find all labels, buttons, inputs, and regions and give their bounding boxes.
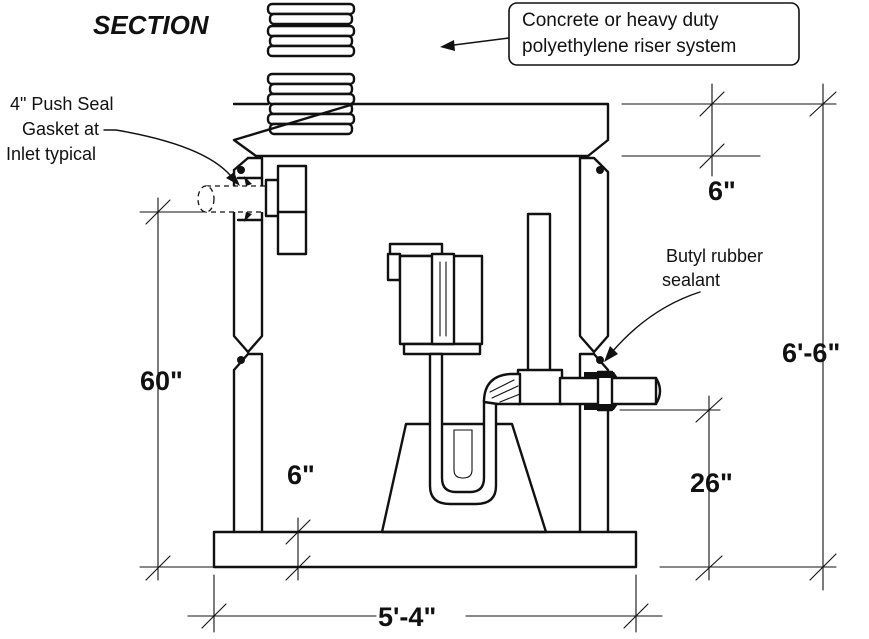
left-wall-upper-outer (232, 156, 250, 354)
gasket-leader-arrow (226, 172, 240, 186)
outlet-seal-fill (584, 372, 618, 410)
dim-floor-ticks (285, 519, 311, 581)
dim-total-ticks (809, 91, 837, 581)
section-title: SECTION (93, 10, 210, 40)
pump-base-pedestal (380, 422, 548, 534)
dim-width: 5'-4" (187, 574, 663, 633)
dim-lid-ticks (699, 91, 725, 169)
gasket-arrows (244, 176, 252, 222)
riser-ring (266, 112, 356, 126)
pump-discharge-riser (430, 252, 456, 346)
riser-ring (266, 24, 356, 38)
dim-inlet-height: 60" (139, 197, 215, 581)
inlet-tee-body (276, 164, 308, 256)
gasket-marks (236, 176, 264, 222)
riser-callout-box (508, 2, 800, 66)
dim-width-lines (187, 574, 663, 633)
riser-ring (266, 44, 356, 58)
dim-floor-label: 6" (287, 460, 315, 490)
riser-leader-arrow (440, 40, 455, 51)
pump-assembly (380, 212, 564, 534)
pump-pipe-lines (439, 261, 447, 337)
dim-outlet-height: 26" (619, 395, 733, 581)
joint-seal-dot (596, 356, 604, 364)
gasket-callout-line1: 4" Push Seal (10, 94, 113, 114)
left-wall-lower (232, 352, 264, 534)
dim-total-label: 6'-6" (782, 338, 840, 368)
tank-lid (232, 102, 610, 158)
dim-outlet-ticks (695, 397, 723, 581)
inlet-pipe-hidden (205, 185, 271, 213)
pump-vault-base (402, 342, 482, 356)
riser-system (266, 2, 356, 136)
joint-seal-dot (596, 166, 604, 174)
dim-width-ticks (201, 603, 649, 629)
riser-ring (266, 72, 356, 86)
gasket-callout-line2: Gasket at (22, 119, 99, 139)
inlet-pipe-end (197, 185, 215, 213)
butyl-leader-arrow (604, 346, 618, 362)
joint-seal-dot (237, 166, 245, 174)
dim-lid-label: 6" (708, 176, 736, 206)
outlet-pipe-end (654, 376, 662, 406)
riser-leader-line (445, 37, 510, 47)
riser-ring (268, 82, 354, 96)
dim-outlet-lines (619, 395, 721, 581)
dim-outlet-label: 26" (690, 468, 733, 498)
gasket-leader-line (103, 129, 235, 181)
riser-ring (268, 12, 354, 26)
butyl-callout-line2: sealant (662, 270, 720, 290)
right-wall-upper (578, 156, 610, 354)
inlet-assembly (197, 164, 308, 256)
riser-callout-line1: Concrete or heavy duty (522, 10, 719, 31)
riser-ring (268, 34, 354, 48)
dim-inlet-label: 60" (140, 366, 183, 396)
dim-floor-thickness: 6" (285, 460, 315, 581)
tank-floor-slab (212, 530, 638, 569)
riser-ring (266, 92, 356, 106)
outlet-assembly (558, 370, 662, 412)
flex-elbow (482, 372, 522, 406)
joint-seal-dot (237, 356, 245, 364)
butyl-callout-line1: Butyl rubber (666, 246, 763, 266)
flex-elbow-ribs (489, 379, 521, 403)
dim-lid-lines (621, 83, 761, 177)
vent-pipe (526, 212, 552, 374)
riser-ring-top (266, 2, 356, 16)
u-trap-inner (453, 429, 473, 479)
dim-total-lines (659, 83, 837, 591)
dim-lid-thickness: 6" (621, 83, 761, 206)
dim-inlet-lines (139, 197, 215, 581)
pump-handle-side (386, 252, 402, 282)
left-wall-upper (246, 156, 264, 354)
butyl-leader-line (611, 291, 701, 353)
riser-callout-line2: polyethylene riser system (522, 36, 736, 57)
dim-total-height: 6'-6" (659, 83, 840, 591)
u-trap-pipe (428, 352, 498, 506)
gasket-callout-line3: Inlet typical (6, 144, 96, 164)
dim-inlet-ticks (145, 199, 171, 581)
outlet-tee (516, 368, 564, 406)
dim-width-label: 5'-4" (378, 602, 436, 632)
